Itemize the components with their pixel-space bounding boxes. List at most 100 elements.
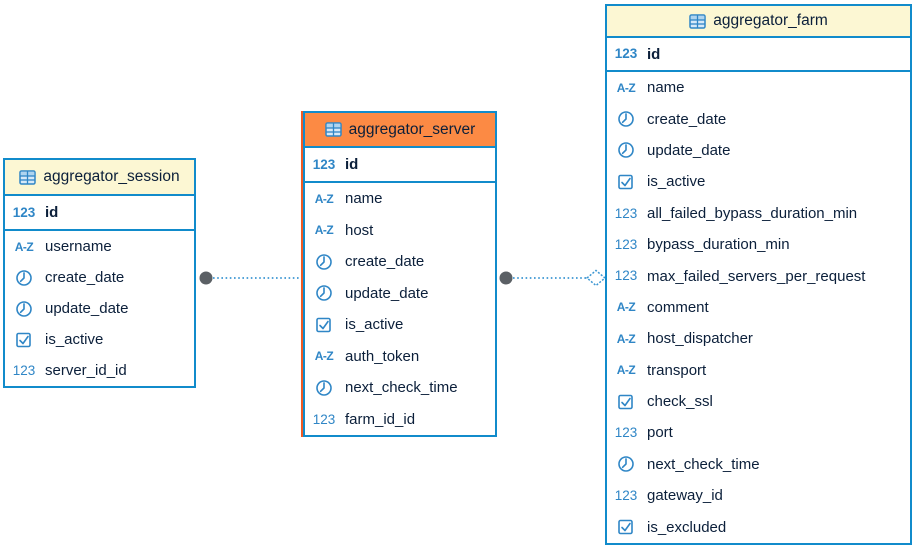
- column-row-next_check_time[interactable]: next_check_time: [305, 372, 495, 404]
- numeric-type-icon: 123: [614, 425, 638, 441]
- column-label: next_check_time: [647, 455, 760, 473]
- column-row-is_active[interactable]: is_active: [5, 324, 194, 355]
- table-icon: [324, 122, 342, 137]
- column-row-check_ssl[interactable]: check_ssl: [607, 386, 910, 417]
- string-type-icon: A-Z: [616, 331, 636, 346]
- column-label: username: [45, 238, 112, 255]
- column-row-name[interactable]: A-Z name: [305, 183, 495, 215]
- boolean-type-icon: [312, 316, 336, 334]
- entity-header[interactable]: aggregator_server: [305, 113, 495, 148]
- table-icon: [689, 13, 706, 29]
- entity-aggregator-session[interactable]: aggregator_session 123 id A-Z username crea…: [3, 158, 196, 388]
- numeric-type-icon: 123: [614, 205, 638, 221]
- relation-session-server[interactable]: [196, 262, 303, 294]
- relation-endpoint-open-diamond[interactable]: [585, 269, 607, 287]
- numeric-type-icon: 123: [614, 268, 638, 284]
- boolean-type-icon: [614, 518, 638, 536]
- column-row-is_active[interactable]: is_active: [305, 309, 495, 341]
- column-row-update_date[interactable]: update_date: [305, 278, 495, 310]
- column-label: is_excluded: [647, 518, 727, 536]
- entity-title: aggregator_server: [348, 120, 476, 138]
- column-row-farm_id_id[interactable]: 123 farm_id_id: [305, 404, 495, 436]
- column-label: max_failed_servers_per_request: [647, 267, 866, 285]
- relation-endpoint-circle[interactable]: [499, 271, 513, 285]
- numeric-type-icon: 123: [614, 236, 638, 252]
- column-row-create_date[interactable]: create_date: [607, 103, 910, 134]
- column-row-create_date[interactable]: create_date: [5, 262, 194, 293]
- column-row-max_failed_servers_per_request[interactable]: 123 max_failed_servers_per_request: [607, 260, 910, 291]
- column-label: update_date: [345, 284, 429, 302]
- numeric-type-icon: 123: [312, 411, 336, 427]
- primary-key-row-id[interactable]: 123 id: [5, 196, 194, 231]
- column-label: host_dispatcher: [647, 330, 753, 348]
- column-label: id: [647, 45, 661, 63]
- column-label: update_date: [45, 300, 129, 317]
- relation-server-farm[interactable]: [497, 262, 607, 294]
- column-row-host[interactable]: A-Z host: [305, 215, 495, 247]
- column-row-port[interactable]: 123 port: [607, 417, 910, 448]
- string-type-icon: A-Z: [314, 223, 334, 238]
- boolean-type-icon: [614, 393, 638, 411]
- datetime-type-icon: [312, 253, 336, 271]
- boolean-type-icon: [614, 173, 638, 191]
- column-label: create_date: [647, 110, 727, 128]
- column-label: next_check_time: [345, 379, 458, 397]
- entity-title: aggregator_farm: [713, 12, 828, 29]
- column-row-next_check_time[interactable]: next_check_time: [607, 449, 910, 480]
- column-label: is_active: [45, 331, 104, 348]
- primary-key-row-id[interactable]: 123 id: [607, 38, 910, 72]
- column-row-all_failed_bypass_duration_min[interactable]: 123 all_failed_bypass_duration_min: [607, 198, 910, 229]
- column-label: all_failed_bypass_duration_min: [647, 204, 858, 222]
- column-label: farm_id_id: [345, 410, 416, 428]
- datetime-type-icon: [12, 269, 36, 287]
- column-row-is_active[interactable]: is_active: [607, 166, 910, 197]
- column-label: host: [345, 221, 374, 239]
- numeric-type-icon: 123: [312, 156, 336, 172]
- datetime-type-icon: [312, 284, 336, 302]
- entity-header[interactable]: aggregator_farm: [607, 6, 910, 38]
- column-row-update_date[interactable]: update_date: [5, 293, 194, 324]
- boolean-type-icon: [12, 331, 36, 349]
- numeric-type-icon: 123: [614, 46, 638, 62]
- column-row-username[interactable]: A-Z username: [5, 231, 194, 262]
- relation-endpoint-circle[interactable]: [199, 271, 213, 285]
- column-label: server_id_id: [45, 362, 127, 379]
- primary-key-row-id[interactable]: 123 id: [305, 148, 495, 183]
- entity-header[interactable]: aggregator_session: [5, 160, 194, 196]
- column-label: create_date: [345, 253, 425, 271]
- column-row-is_excluded[interactable]: is_excluded: [607, 511, 910, 542]
- string-type-icon: A-Z: [314, 191, 334, 206]
- column-label: is_active: [345, 316, 404, 334]
- datetime-type-icon: [614, 141, 638, 159]
- column-row-server_id_id[interactable]: 123 server_id_id: [5, 355, 194, 386]
- column-row-create_date[interactable]: create_date: [305, 246, 495, 278]
- string-type-icon: A-Z: [616, 300, 636, 315]
- string-type-icon: A-Z: [14, 239, 34, 254]
- numeric-type-icon: 123: [12, 362, 36, 378]
- column-label: create_date: [45, 269, 125, 286]
- column-label: port: [647, 424, 673, 442]
- column-row-host_dispatcher[interactable]: A-Z host_dispatcher: [607, 323, 910, 354]
- column-label: id: [45, 204, 59, 221]
- string-type-icon: A-Z: [314, 349, 334, 364]
- numeric-type-icon: 123: [614, 488, 638, 504]
- column-label: bypass_duration_min: [647, 236, 790, 254]
- column-label: is_active: [647, 173, 706, 191]
- column-label: check_ssl: [647, 393, 713, 411]
- column-row-update_date[interactable]: update_date: [607, 135, 910, 166]
- numeric-type-icon: 123: [12, 204, 36, 220]
- string-type-icon: A-Z: [616, 363, 636, 378]
- column-label: id: [345, 156, 359, 173]
- column-label: name: [345, 190, 383, 208]
- datetime-type-icon: [614, 110, 638, 128]
- datetime-type-icon: [12, 300, 36, 318]
- column-row-bypass_duration_min[interactable]: 123 bypass_duration_min: [607, 229, 910, 260]
